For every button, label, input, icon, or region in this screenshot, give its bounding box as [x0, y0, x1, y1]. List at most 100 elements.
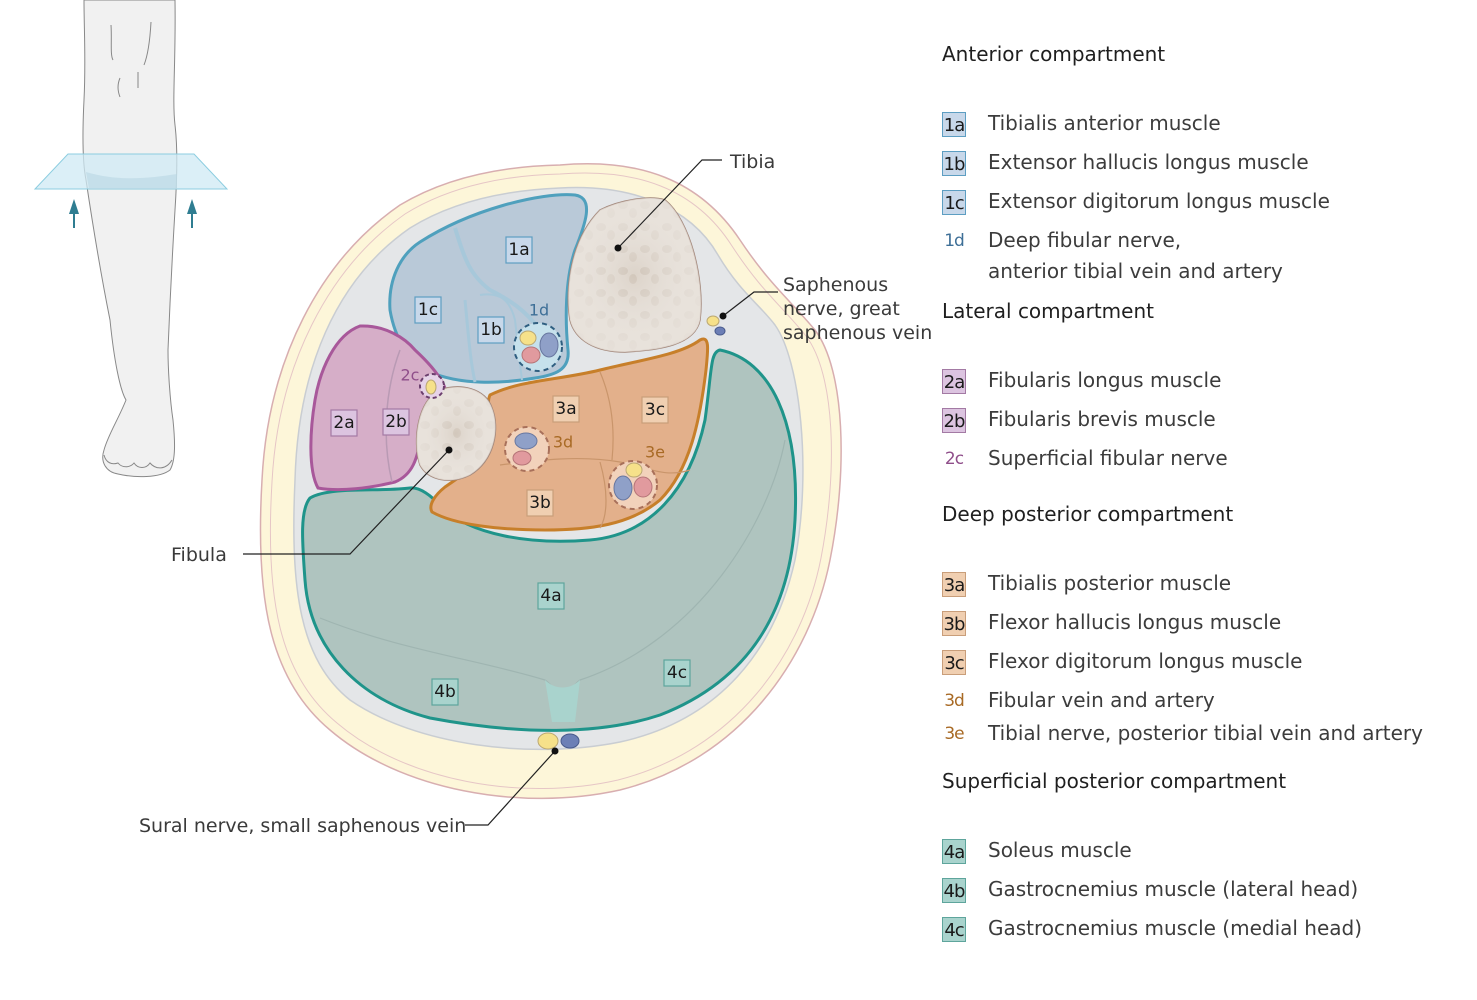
tag-1a: 1a: [505, 236, 533, 264]
section-title: Lateral compartment: [942, 299, 1154, 323]
item-label: Fibularis brevis muscle: [988, 407, 1216, 431]
code-badge: 4b: [942, 878, 966, 903]
tag-2b: 2b: [382, 408, 410, 436]
code-label: 3d: [944, 691, 965, 711]
plane-leg-band: [86, 172, 177, 189]
tag-3c: 3c: [641, 396, 669, 424]
toes: [103, 454, 173, 469]
septum-1b: [479, 293, 523, 381]
section-title: Anterior compartment: [942, 42, 1166, 66]
bundle-1d: [513, 322, 563, 372]
svg-text:3a: 3a: [555, 399, 576, 419]
label-saphenous: Saphenous nerve, great saphenous vein: [719, 274, 932, 344]
code-label: 3e: [944, 724, 964, 744]
svg-text:saphenous vein: saphenous vein: [783, 322, 932, 344]
legend-item: 2c Superficial fibular nerve: [942, 443, 1472, 476]
bundle-2c: [419, 373, 445, 399]
tibia-bone: [567, 197, 702, 353]
svg-text:Saphenous: Saphenous: [783, 274, 888, 296]
svg-text:Tibia: Tibia: [729, 151, 775, 173]
legend-section-deep-posterior: Deep posterior compartment 3a Tibialis p…: [942, 498, 1472, 751]
tag-4a: 4a: [537, 582, 565, 610]
legend: Anterior compartment 1a Tibialis anterio…: [942, 38, 1472, 962]
arrow-up-icon: [187, 199, 197, 228]
legend-section-lateral: Lateral compartment 2a Fibularis longus …: [942, 295, 1472, 476]
svg-text:2a: 2a: [333, 413, 354, 433]
tag-1d: 1d: [529, 301, 549, 320]
bundle-3e: [608, 460, 658, 510]
knee-crease-3: [117, 77, 121, 98]
legend-item: 3d Fibular vein and artery: [942, 685, 1472, 718]
item-label: Flexor hallucis longus muscle: [988, 610, 1282, 634]
item-label: Gastrocnemius muscle (lateral head): [988, 877, 1359, 901]
legend-item: 2b Fibularis brevis muscle: [942, 404, 1472, 443]
tag-3e: 3e: [645, 443, 665, 462]
svg-text:2b: 2b: [385, 412, 407, 432]
label-tibia: Tibia: [614, 151, 775, 252]
septum-1c-1a: [453, 227, 542, 332]
legend-item: 3b Flexor hallucis longus muscle: [942, 607, 1472, 646]
code-badge: 4a: [942, 839, 966, 864]
gastrocnemius-septum-band: [545, 680, 580, 722]
item-label-line2: anterior tibial vein and artery: [988, 259, 1283, 283]
svg-text:Fibula: Fibula: [171, 544, 227, 566]
item-label: Extensor hallucis longus muscle: [988, 150, 1309, 174]
saphenous-bundle: [706, 315, 726, 336]
code-badge: 1a: [942, 112, 966, 137]
tag-2a: 2a: [330, 409, 358, 437]
tag-1b: 1b: [477, 316, 505, 344]
tag-1c: 1c: [414, 296, 442, 324]
item-label: Gastrocnemius muscle (medial head): [988, 916, 1363, 940]
code-badge: 4c: [942, 917, 966, 942]
code-badge: 2a: [942, 369, 966, 394]
knee-crease-1: [110, 24, 114, 61]
item-label: Tibialis posterior muscle: [988, 571, 1232, 595]
legend-item: 3e Tibial nerve, posterior tibial vein a…: [942, 718, 1472, 751]
svg-text:Sural nerve, small saphenous v: Sural nerve, small saphenous vein: [139, 815, 466, 837]
item-label: Deep fibular nerve, anterior tibial vein…: [988, 225, 1472, 287]
tag-3d: 3d: [553, 433, 573, 452]
code-badge: 2b: [942, 408, 966, 433]
svg-text:1c: 1c: [418, 300, 438, 320]
tag-3a: 3a: [552, 395, 580, 423]
legend-section-superficial-posterior: Superficial posterior compartment 4a Sol…: [942, 765, 1472, 952]
item-label: Flexor digitorum longus muscle: [988, 649, 1303, 673]
svg-text:3b: 3b: [529, 493, 551, 513]
legend-item: 1a Tibialis anterior muscle: [942, 108, 1472, 147]
compartment-2-lateral: [309, 324, 447, 492]
legend-item: 1d Deep fibular nerve, anterior tibial v…: [942, 225, 1472, 287]
item-label: Fibular vein and artery: [988, 688, 1215, 712]
section-title: Superficial posterior compartment: [942, 769, 1287, 793]
legend-item: 4a Soleus muscle: [942, 835, 1472, 874]
tag-3b: 3b: [526, 489, 554, 517]
tag-2c: 2c: [401, 366, 420, 385]
code-badge: 3b: [942, 611, 966, 636]
item-label: Fibularis longus muscle: [988, 368, 1222, 392]
septum-3b-vert: [599, 461, 607, 529]
code-label: 2c: [944, 449, 964, 469]
tag-4b: 4b: [431, 678, 459, 706]
section-title: Deep posterior compartment: [942, 502, 1234, 526]
leg-outline: [82, 0, 178, 478]
bundle-3d: [504, 426, 550, 472]
legend-item: 1b Extensor hallucis longus muscle: [942, 147, 1472, 186]
section-plane: [33, 153, 229, 190]
tag-4c: 4c: [663, 659, 691, 687]
legend-item: 3a Tibialis posterior muscle: [942, 568, 1472, 607]
item-label: Extensor digitorum longus muscle: [988, 189, 1330, 213]
code-badge: 3c: [942, 650, 966, 675]
svg-text:nerve, great: nerve, great: [783, 298, 900, 320]
item-label: Tibial nerve, posterior tibial vein and …: [988, 721, 1423, 745]
code-label: 1d: [944, 231, 965, 251]
leg-thumbnail: [33, 0, 229, 478]
code-badge: 1b: [942, 151, 966, 176]
skin-inner-line: [269, 172, 832, 790]
legend-item: 3c Flexor digitorum longus muscle: [942, 646, 1472, 685]
septum-3a-3c: [599, 371, 614, 461]
item-label: Tibialis anterior muscle: [988, 111, 1221, 135]
svg-text:4a: 4a: [540, 586, 561, 606]
item-label: Soleus muscle: [988, 838, 1132, 862]
legend-item: 2a Fibularis longus muscle: [942, 365, 1472, 404]
septum-1c-1b: [463, 299, 477, 383]
